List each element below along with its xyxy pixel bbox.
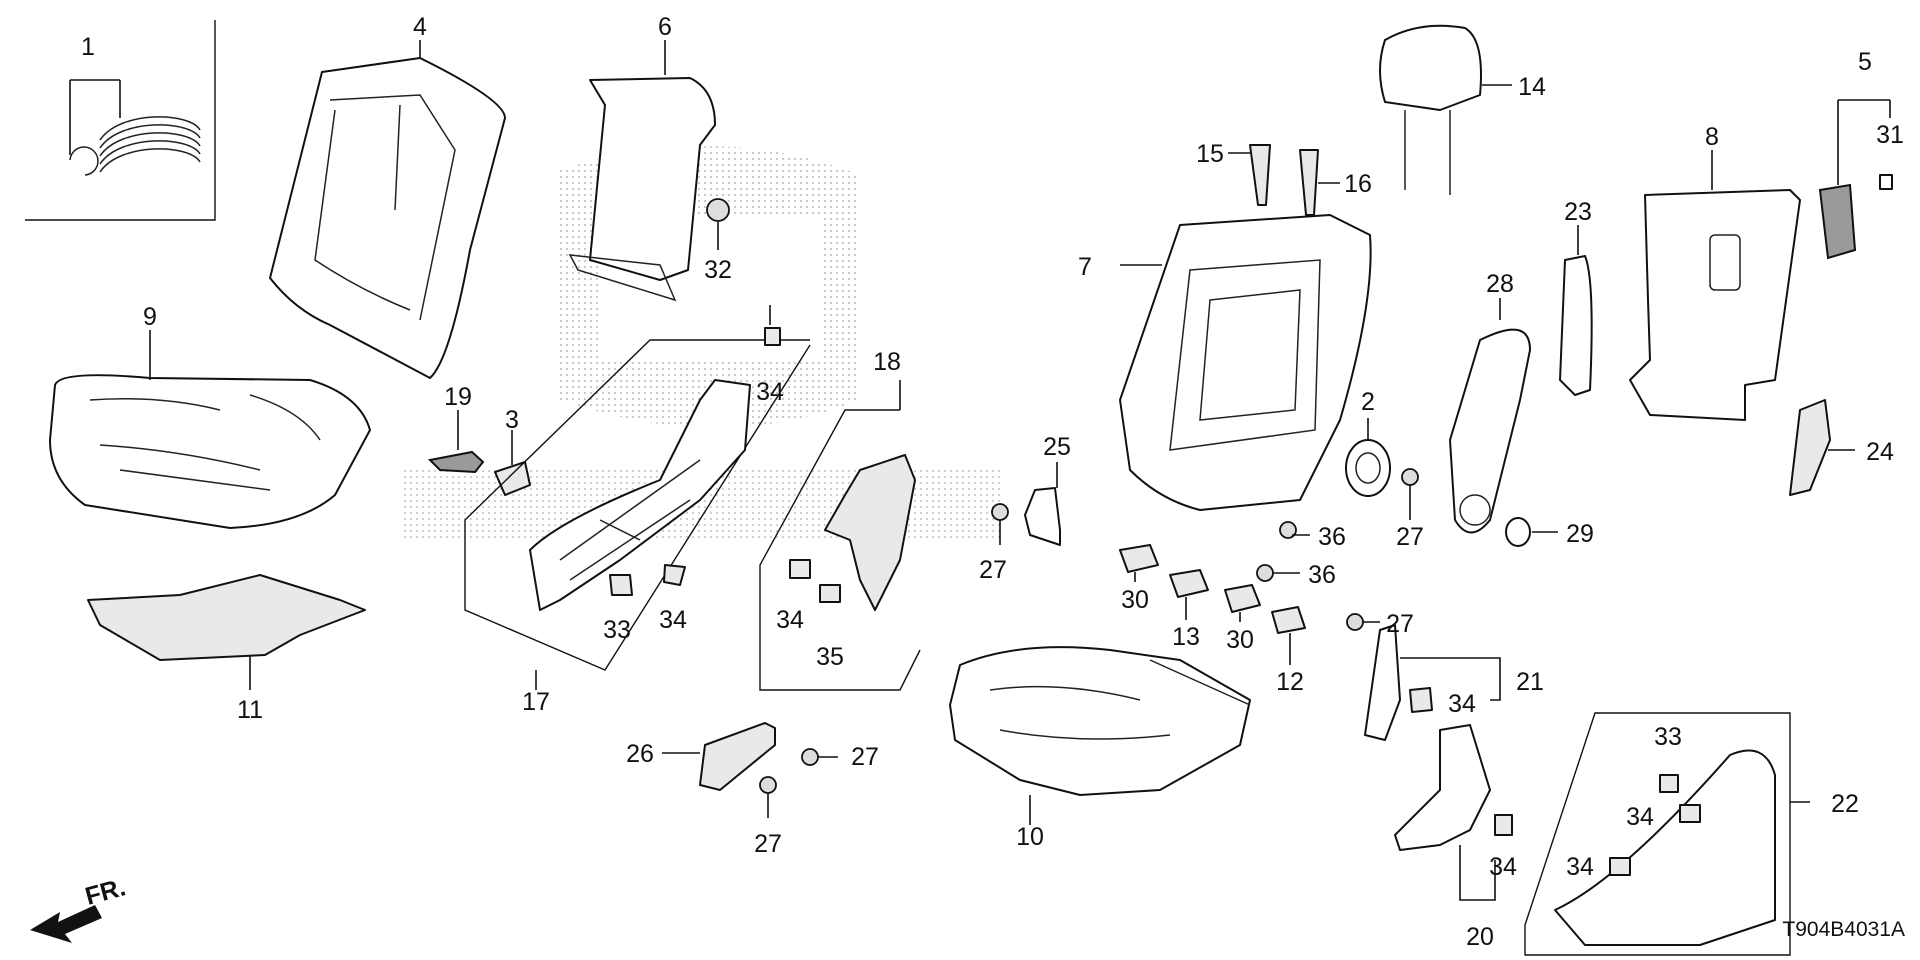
bolts: [759, 468, 1419, 818]
callout-27-b: 27: [851, 743, 879, 771]
callout-20: 20: [1466, 923, 1494, 951]
callout-36-b: 36: [1308, 561, 1336, 589]
part-25-cover: [1024, 462, 1061, 546]
callout-30-a: 30: [1121, 586, 1149, 614]
callout-21: 21: [1516, 668, 1544, 696]
callout-27-c: 27: [754, 830, 782, 858]
part-24-trim: [1789, 399, 1855, 496]
part-20-bracket: [1394, 724, 1513, 901]
callout-5: 5: [1858, 48, 1872, 76]
part-21-cover: [1364, 624, 1501, 741]
callout-12: 12: [1276, 668, 1304, 696]
callout-19: 19: [444, 383, 472, 411]
front-direction-arrow: FR.: [30, 873, 128, 943]
callout-7: 7: [1078, 253, 1092, 281]
callout-25: 25: [1043, 433, 1071, 461]
callout-11: 11: [237, 696, 263, 724]
callout-26: 26: [626, 740, 654, 768]
callout-10: 10: [1016, 823, 1044, 851]
callout-17: 17: [522, 688, 550, 716]
callout-18: 18: [873, 348, 901, 376]
callout-34-d: 34: [1448, 690, 1476, 718]
callout-32: 32: [704, 256, 732, 284]
callout-29: 29: [1566, 520, 1594, 548]
clips-center: [1119, 544, 1306, 665]
callout-34-b: 34: [659, 606, 687, 634]
callout-34-a: 34: [756, 378, 784, 406]
callout-27-d: 27: [1396, 523, 1424, 551]
callout-35: 35: [816, 643, 844, 671]
part-1-springs: [25, 20, 216, 221]
callout-33-b: 33: [1654, 723, 1682, 751]
direction-label: FR.: [82, 873, 128, 910]
part-17-side-frame: [464, 339, 811, 690]
callout-33-a: 33: [603, 616, 631, 644]
callout-4: 4: [413, 13, 427, 41]
part-29-cap: [1505, 517, 1558, 547]
callout-30-b: 30: [1226, 626, 1254, 654]
drawing-code: T904B4031A: [1782, 918, 1905, 941]
callout-34-c: 34: [776, 606, 804, 634]
part-14-headrest: [1379, 24, 1512, 195]
part-5-31-switch: [1818, 99, 1893, 260]
callout-15: 15: [1196, 140, 1224, 168]
callout-14: 14: [1518, 73, 1546, 101]
callout-13: 13: [1172, 623, 1200, 651]
part-15-16-guides: [1228, 144, 1340, 216]
callout-31: 31: [1876, 121, 1904, 149]
part-6-back-panel: [568, 40, 716, 302]
clips-left: [609, 305, 841, 603]
part-8-back-board: [1629, 150, 1801, 421]
part-9-cushion-cover: [49, 330, 371, 529]
part-11-pad: [87, 574, 366, 690]
part-32-clip: [706, 198, 730, 250]
callout-23: 23: [1564, 198, 1592, 226]
part-10-cushion-frame: [949, 646, 1251, 825]
part-2-bezel: [1345, 418, 1391, 497]
callout-27-e: 27: [1386, 610, 1414, 638]
part-18-bracket-group: [759, 380, 921, 691]
callout-34-e: 34: [1626, 803, 1654, 831]
callout-1: 1: [81, 33, 95, 61]
part-28-armrest: [1449, 298, 1531, 534]
part-4-seatback-cover: [269, 40, 506, 379]
part-26-bracket: [662, 722, 776, 791]
callout-9: 9: [143, 303, 157, 331]
callout-34-g: 34: [1489, 853, 1517, 881]
part-19-3-trim: [427, 410, 531, 496]
callout-28: 28: [1486, 270, 1514, 298]
callout-36-a: 36: [1318, 523, 1346, 551]
part-22-side-cover-group: [1524, 712, 1810, 956]
callout-34-f: 34: [1566, 853, 1594, 881]
callout-24: 24: [1866, 438, 1894, 466]
callout-27-a: 27: [979, 556, 1007, 584]
callout-numbers: 1 4 6 32 9 19 3 34 18 25 27 33 34 34 35 …: [81, 13, 1905, 951]
part-23-trim: [1559, 225, 1593, 396]
callout-2: 2: [1361, 388, 1375, 416]
callout-3: 3: [505, 406, 519, 434]
callout-6: 6: [658, 13, 672, 41]
callout-22: 22: [1831, 790, 1859, 818]
callout-16: 16: [1344, 170, 1372, 198]
callout-8: 8: [1705, 123, 1719, 151]
part-7-seatback-frame: [1119, 214, 1372, 511]
